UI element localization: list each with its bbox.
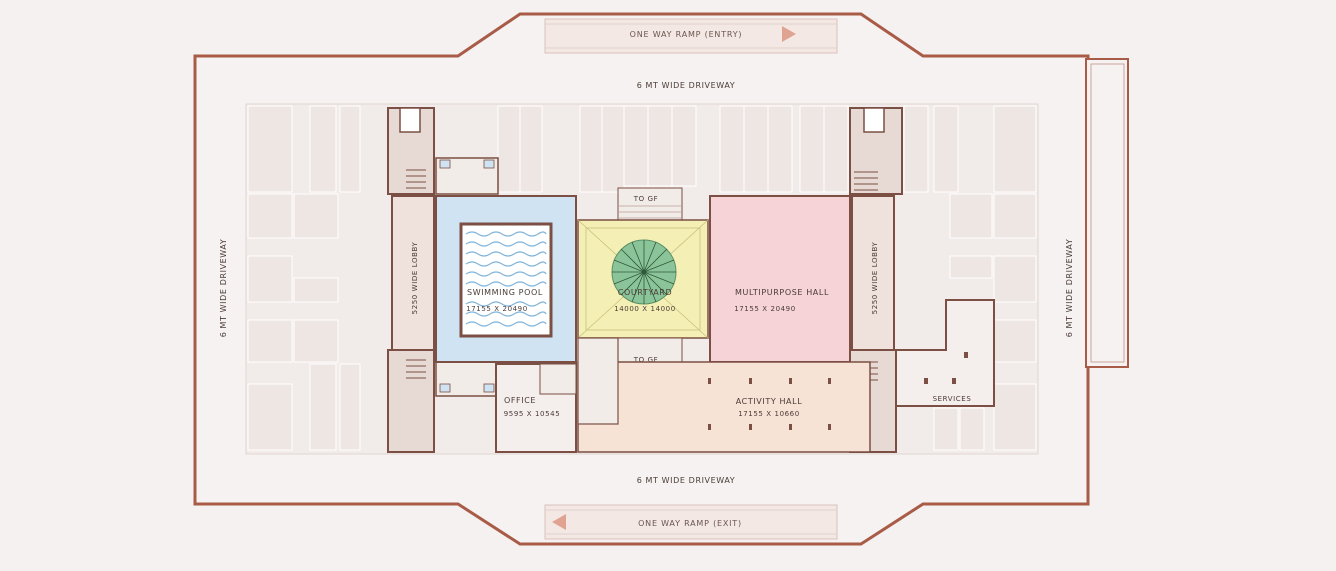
activity-hall-label: ACTIVITY HALL	[736, 397, 803, 406]
stair-top-label: TO GF	[633, 195, 658, 203]
parking-left	[247, 105, 361, 451]
entry-ramp-label: ONE WAY RAMP (ENTRY)	[630, 30, 743, 39]
arrow-left-icon	[552, 514, 566, 530]
core-top-right	[849, 107, 903, 195]
services-area	[895, 299, 995, 407]
activity-hall-area	[577, 361, 871, 453]
swimming-pool-label: SWIMMING POOL	[467, 288, 543, 297]
multipurpose-hall-label: MULTIPURPOSE HALL	[735, 288, 829, 297]
lobby-right	[851, 195, 895, 351]
multipurpose-hall-area	[709, 195, 851, 363]
driveway-top-label: 6 MT WIDE DRIVEWAY	[637, 81, 736, 90]
multipurpose-hall-size: 17155 X 20490	[734, 305, 796, 313]
stair-to-gf-top: TO GF	[617, 187, 683, 221]
activity-hall-columns	[708, 378, 831, 430]
lobby-right-label: 5250 WIDE LOBBY	[871, 242, 879, 315]
parking-right	[903, 105, 1037, 451]
services-label: SERVICES	[933, 395, 972, 403]
lobby-left-label: 5250 WIDE LOBBY	[411, 242, 419, 315]
driveway-right-label: 6 MT WIDE DRIVEWAY	[1065, 239, 1074, 338]
driveway-left-label: 6 MT WIDE DRIVEWAY	[219, 239, 228, 338]
arrow-right-icon	[782, 26, 796, 42]
lobby-left	[391, 195, 435, 351]
exit-ramp: ONE WAY RAMP (EXIT)	[544, 504, 838, 540]
core-bottom-left	[387, 349, 435, 453]
courtyard-size: 14000 X 14000	[614, 305, 676, 313]
pool-water	[459, 222, 553, 338]
entry-ramp: ONE WAY RAMP (ENTRY)	[544, 18, 838, 54]
stair-bottom-label: TO GF	[633, 356, 658, 364]
core-top-left	[387, 107, 435, 195]
office-size: 9595 X 10545	[504, 410, 561, 418]
courtyard-label: COURTYARD	[618, 288, 672, 297]
right-strip	[1085, 58, 1129, 368]
driveway-bottom-label: 6 MT WIDE DRIVEWAY	[637, 476, 736, 485]
parking-top	[497, 105, 849, 193]
exit-ramp-label: ONE WAY RAMP (EXIT)	[638, 519, 742, 528]
tree-icon	[611, 239, 677, 305]
swimming-pool-size: 17155 X 20490	[466, 305, 528, 313]
office-label: OFFICE	[504, 396, 536, 405]
activity-hall-size: 17155 X 10660	[738, 410, 800, 418]
